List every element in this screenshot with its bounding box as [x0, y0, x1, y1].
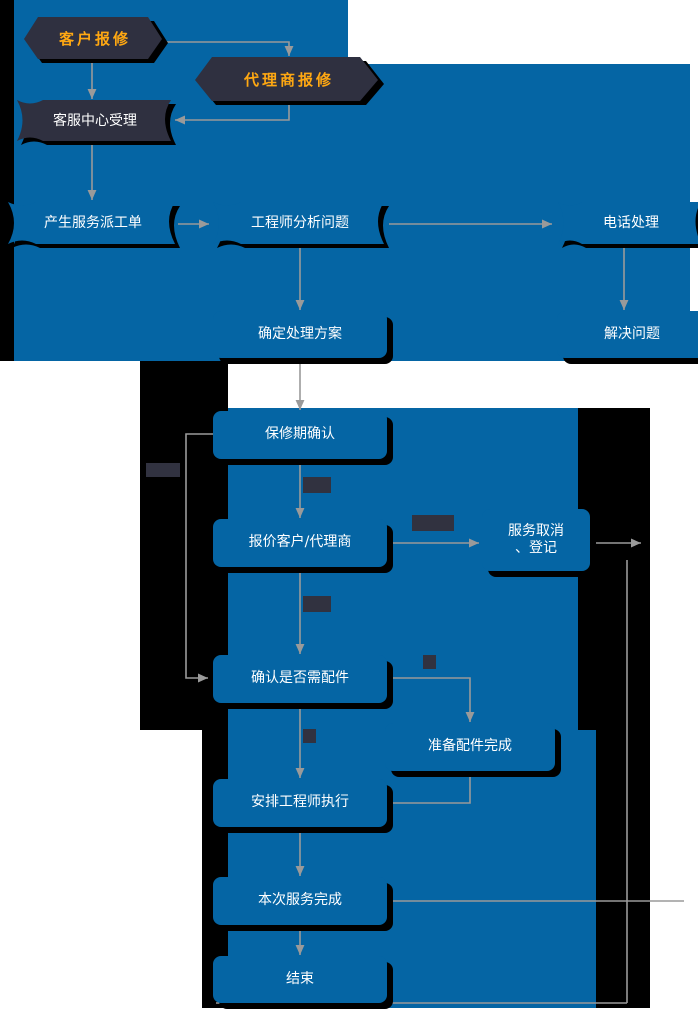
node-create-work-order[interactable]: 产生服务派工单	[6, 200, 180, 248]
node-determine-solution[interactable]: 确定处理方案	[213, 311, 387, 358]
edge-n9-n12-loop	[185, 433, 214, 683]
node-service-complete[interactable]: 本次服务完成	[213, 877, 387, 925]
node-label: 产生服务派工单	[44, 215, 142, 232]
edge-n1-n2	[165, 41, 294, 56]
node-phone-handling[interactable]: 电话处理	[556, 200, 698, 248]
node-parts-ready[interactable]: 准备配件完成	[385, 723, 555, 771]
node-label: 确定处理方案	[258, 325, 342, 342]
node-label: 准备配件完成	[428, 738, 512, 755]
node-label: 本次服务完成	[258, 892, 342, 909]
node-end[interactable]: 结束	[213, 956, 387, 1003]
node-engineer-analyze[interactable]: 工程师分析问题	[211, 200, 389, 248]
node-dealer-report[interactable]: 代理商报修	[194, 55, 384, 105]
background-shadow-col-r	[578, 408, 650, 730]
hexagon-body	[195, 57, 378, 101]
node-label: 服务取消 、登记	[508, 522, 564, 557]
node-label: 解决问题	[604, 325, 660, 342]
node-need-parts-confirm[interactable]: 确认是否需配件	[213, 655, 387, 703]
node-label: 工程师分析问题	[251, 215, 349, 232]
node-label: 客服中心受理	[53, 113, 137, 130]
node-problem-solved[interactable]: 解决问题	[557, 311, 698, 358]
node-label: 代理商报修	[243, 70, 334, 89]
flag-body	[558, 202, 698, 244]
node-label: 保修期确认	[265, 426, 335, 443]
node-service-center-accept[interactable]: 客服中心受理	[14, 99, 176, 145]
flag-body	[8, 202, 175, 244]
node-customer-report[interactable]: 客户报修	[22, 15, 168, 63]
node-dispatch-engineer[interactable]: 安排工程师执行	[213, 779, 387, 827]
node-service-cancel-register[interactable]: 服务取消 、登记	[482, 509, 590, 571]
redacted-edge-label-r1	[303, 477, 331, 493]
redacted-edge-label-r4	[146, 463, 180, 477]
flag-body	[213, 202, 384, 244]
node-label: 结束	[286, 970, 314, 987]
redacted-edge-label-r3	[303, 596, 331, 612]
flag-body	[17, 100, 171, 141]
background-shadow-top	[0, 0, 14, 361]
node-label: 电话处理	[603, 215, 659, 232]
node-label: 客户报修	[58, 29, 131, 48]
node-label: 安排工程师执行	[251, 794, 349, 811]
background-shadow-low-r	[596, 730, 650, 1008]
hexagon-body	[24, 17, 162, 59]
edge-n13-n14	[391, 772, 471, 804]
edge-n12-n13	[389, 677, 475, 722]
node-label: 确认是否需配件	[251, 670, 349, 687]
node-quote-customer-dealer[interactable]: 报价客户/代理商	[213, 519, 387, 567]
redacted-edge-label-r6	[303, 729, 316, 743]
node-label: 报价客户/代理商	[248, 534, 352, 551]
node-warranty-confirm[interactable]: 保修期确认	[213, 411, 387, 459]
redacted-edge-label-r5	[423, 655, 436, 669]
redacted-edge-label-r2	[412, 515, 454, 531]
